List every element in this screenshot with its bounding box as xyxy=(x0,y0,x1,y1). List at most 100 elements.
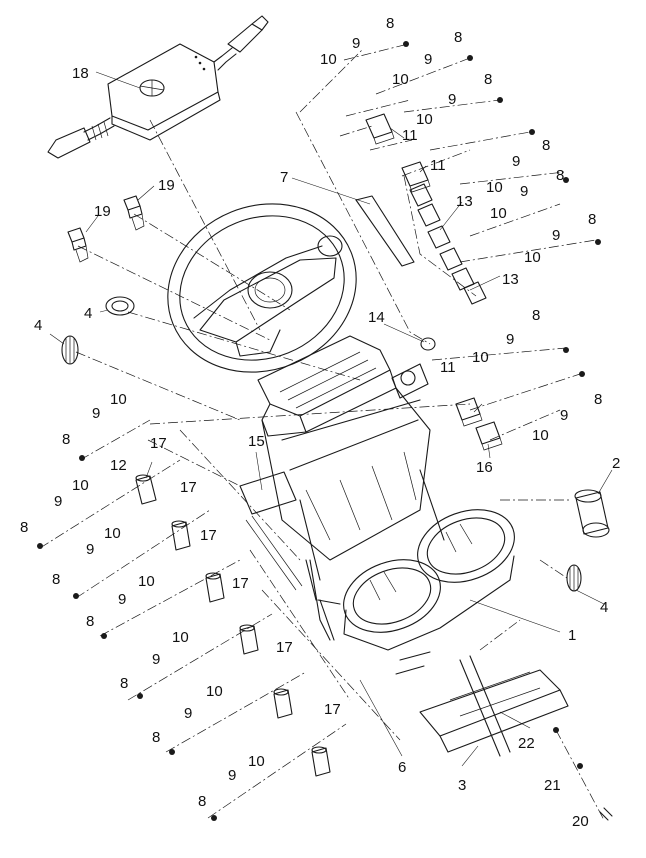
callout-9: 9 xyxy=(184,705,192,722)
callout-9: 9 xyxy=(560,407,568,424)
callout-10: 10 xyxy=(138,573,155,590)
callout-9: 9 xyxy=(520,183,528,200)
callout-10: 10 xyxy=(110,391,127,408)
callout-17-d: 17 xyxy=(232,575,249,592)
bulb-17-d xyxy=(273,688,293,719)
bracket-7 xyxy=(355,195,415,267)
bulb-17-c xyxy=(239,624,259,655)
callout-10: 10 xyxy=(172,629,189,646)
steering-console xyxy=(257,335,445,581)
callout-labels: 18 19 19 4 4 4 7 14 15 12 16 2 1 6 3 22 … xyxy=(20,15,620,830)
callout-18: 18 xyxy=(72,65,89,82)
callout-19-right: 19 xyxy=(158,177,175,194)
ring-4-top xyxy=(105,296,135,316)
callout-8: 8 xyxy=(86,613,94,630)
callout-13-b: 13 xyxy=(502,271,519,288)
callout-10: 10 xyxy=(486,179,503,196)
callout-8: 8 xyxy=(198,793,206,810)
callout-10: 10 xyxy=(248,753,265,770)
callout-8: 8 xyxy=(152,729,160,746)
callout-10: 10 xyxy=(104,525,121,542)
callout-9: 9 xyxy=(54,493,62,510)
callout-22: 22 xyxy=(518,735,535,752)
callout-8: 8 xyxy=(588,211,596,228)
callout-17-b: 17 xyxy=(180,479,197,496)
callout-8: 8 xyxy=(532,307,540,324)
callout-1: 1 xyxy=(568,627,576,644)
callout-8: 8 xyxy=(484,71,492,88)
combination-switch xyxy=(47,15,269,159)
callout-13-a: 13 xyxy=(456,193,473,210)
callout-11-a: 11 xyxy=(402,127,418,144)
callout-6: 6 xyxy=(398,759,406,776)
callout-11-c: 11 xyxy=(440,359,456,376)
callout-10: 10 xyxy=(472,349,489,366)
bracket-3 xyxy=(395,651,569,757)
callout-9: 9 xyxy=(152,651,160,668)
callout-4-right: 4 xyxy=(600,599,608,616)
callout-3: 3 xyxy=(458,777,466,794)
module-13-stack xyxy=(409,183,487,305)
callout-8: 8 xyxy=(556,167,564,184)
callout-4-left: 4 xyxy=(34,317,42,334)
callout-17-f: 17 xyxy=(324,701,341,718)
callout-10: 10 xyxy=(72,477,89,494)
callout-2: 2 xyxy=(612,455,620,472)
instrument-cluster xyxy=(305,509,515,651)
callout-9: 9 xyxy=(512,153,520,170)
callout-8: 8 xyxy=(386,15,394,32)
leader-lines xyxy=(49,71,613,767)
callout-9: 9 xyxy=(424,51,432,68)
callout-9: 9 xyxy=(86,541,94,558)
callout-17-e: 17 xyxy=(276,639,293,656)
callout-9: 9 xyxy=(448,91,456,108)
callout-14: 14 xyxy=(368,309,385,326)
ring-4-right xyxy=(566,564,582,592)
link-6 xyxy=(309,559,341,641)
callout-19-left: 19 xyxy=(94,203,111,220)
callout-8: 8 xyxy=(454,29,462,46)
callout-10: 10 xyxy=(416,111,433,128)
callout-7: 7 xyxy=(280,169,288,186)
callout-9: 9 xyxy=(552,227,560,244)
callout-17-c: 17 xyxy=(200,527,217,544)
plate-15 xyxy=(239,471,303,591)
assembly-center-lines xyxy=(39,43,605,821)
callout-10: 10 xyxy=(490,205,507,222)
callout-9: 9 xyxy=(118,591,126,608)
callout-10: 10 xyxy=(320,51,337,68)
knob-2 xyxy=(574,489,610,538)
callout-12: 12 xyxy=(110,457,127,474)
callout-8: 8 xyxy=(594,391,602,408)
callout-9: 9 xyxy=(352,35,360,52)
relay-16 xyxy=(475,421,503,451)
ring-4-left xyxy=(61,335,79,365)
callout-11-b: 11 xyxy=(430,157,446,174)
callout-10: 10 xyxy=(206,683,223,700)
switch-19-left xyxy=(67,227,89,263)
connector-14 xyxy=(420,337,436,351)
relay-11-c xyxy=(455,397,483,427)
callout-8: 8 xyxy=(542,137,550,154)
bulb-17-a xyxy=(171,520,191,551)
callout-20: 20 xyxy=(572,813,589,830)
callout-10: 10 xyxy=(392,71,409,88)
callout-8: 8 xyxy=(52,571,60,588)
callout-10: 10 xyxy=(532,427,549,444)
bulb-17-e xyxy=(311,746,331,777)
relay-11-a xyxy=(365,113,395,145)
callout-8: 8 xyxy=(62,431,70,448)
callout-16: 16 xyxy=(476,459,493,476)
callout-21: 21 xyxy=(544,777,561,794)
callout-9: 9 xyxy=(228,767,236,784)
steering-wheel xyxy=(167,203,357,373)
callout-4-top: 4 xyxy=(84,305,92,322)
callout-10: 10 xyxy=(524,249,541,266)
callout-9: 9 xyxy=(506,331,514,348)
callout-17-a: 17 xyxy=(150,435,167,452)
callout-8: 8 xyxy=(120,675,128,692)
callout-9: 9 xyxy=(92,405,100,422)
callout-8: 8 xyxy=(20,519,28,536)
